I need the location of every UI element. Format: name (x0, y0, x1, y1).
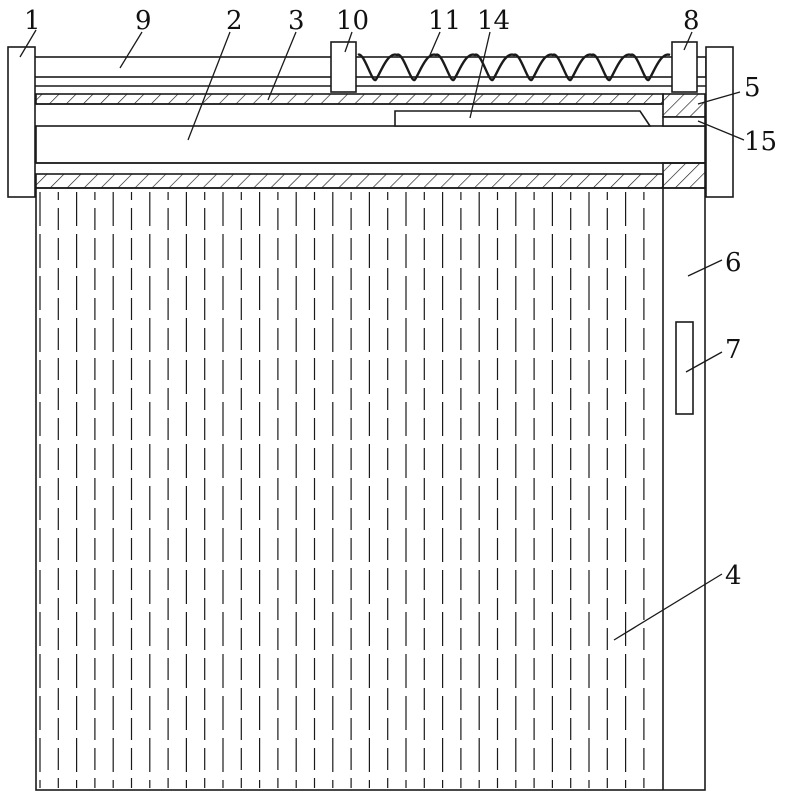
slider-block (331, 42, 356, 92)
upper-hatched-strip (36, 94, 663, 104)
label-8: 8 (683, 6, 700, 36)
filter-element-lines (40, 192, 644, 788)
label-6: 6 (725, 248, 742, 278)
main-housing (36, 188, 705, 790)
right-end-plate (706, 47, 733, 197)
label-1: 1 (24, 6, 41, 36)
inner-slot (395, 111, 650, 126)
roller-tube (36, 126, 705, 163)
label-10: 10 (336, 6, 369, 36)
label-7: 7 (725, 335, 742, 365)
label-14: 14 (477, 6, 510, 36)
right-hatched-block-lower (663, 163, 705, 188)
label-9: 9 (135, 6, 152, 36)
label-2: 2 (226, 6, 243, 36)
label-15: 15 (744, 127, 777, 157)
handle (676, 322, 693, 414)
label-3: 3 (288, 6, 305, 36)
left-end-plate (8, 47, 35, 197)
label-11: 11 (428, 6, 461, 36)
lower-hatched-strip (36, 174, 663, 188)
right-hatched-block-upper (663, 94, 705, 117)
label-4: 4 (725, 561, 742, 591)
label-5: 5 (744, 73, 761, 103)
